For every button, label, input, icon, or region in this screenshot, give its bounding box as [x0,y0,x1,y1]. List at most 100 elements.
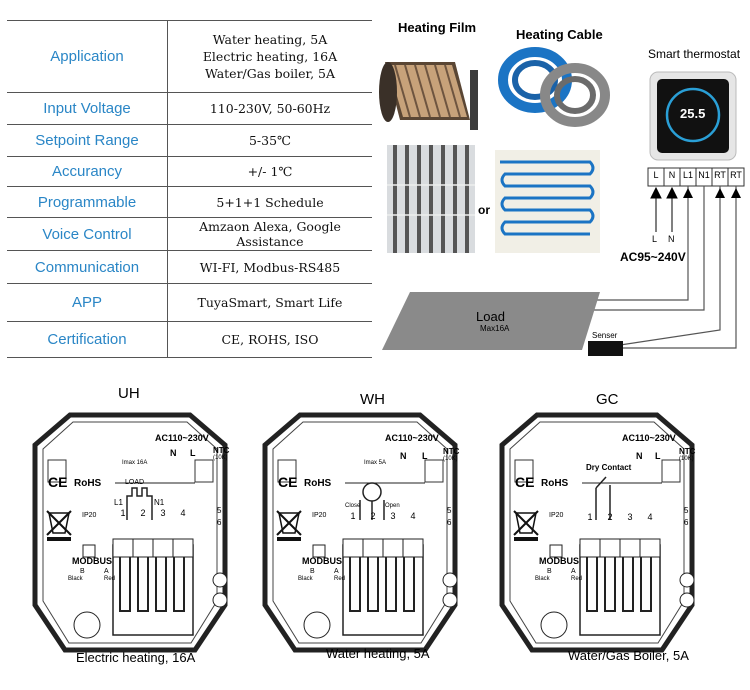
gc-t5: 5 [684,506,689,515]
spec-label: Programmable [7,186,168,218]
supply-arrows [650,186,678,232]
wh-ce-mark: CE [278,474,298,490]
spec-value: Water heating, 5A [212,32,328,47]
wh-valve-symbol [359,482,385,520]
spec-row-certification: Certification CE, ROHS, ISO [7,321,372,358]
gc-caption: Water/Gas Boiler, 5A [568,648,689,663]
wh-imax-label: Imax 5A [364,460,387,466]
terminal-number: 4 [410,511,416,521]
uh-l1-label: L1 [114,498,123,507]
gc-red: Red [571,576,583,582]
terminal-number: 3 [390,511,396,521]
gc-dry-contact-symbol [595,476,611,520]
terminal-number: 1 [350,511,356,521]
gc-ce-mark: CE [515,474,535,490]
terminal-number: 1 [120,508,126,518]
wh-t5: 5 [447,506,452,515]
heating-film-label: Heating Film [398,20,477,35]
gc-ip: IP20 [549,512,564,519]
spec-label: Input Voltage [7,92,168,125]
uh-terminal-numbers: 1 2 3 4 [113,508,193,518]
wh-title: WH [360,391,385,408]
terminal-number: 2 [140,508,146,518]
spec-value: 5-35℃ [167,124,372,157]
load-label: Load [476,309,505,324]
wh-rohs: RoHS [304,478,332,489]
uh-n1-label: N1 [154,498,165,507]
heating-cable-image [498,47,610,127]
uh-modbus: MODBUS [72,556,112,566]
uh-black: Black [68,576,83,582]
uh-ac-label: AC110~230V [155,433,209,443]
spec-label: APP [7,283,168,322]
spec-row-programmable: Programmable 5+1+1 Schedule [7,186,372,218]
spec-value: CE, ROHS, ISO [167,321,372,358]
gc-ntc-label: NTC [679,447,696,456]
smart-thermostat-label: Smart thermostat [648,47,741,61]
wh-l-label: L [422,451,428,461]
supply-l-label: L [652,234,658,244]
wh-modbus: MODBUS [302,556,342,566]
ac-range-label: AC95~240V [620,250,686,264]
uh-b: B [80,568,85,575]
spec-value: 110-230V, 50-60Hz [167,92,372,125]
uh-board-outline [35,415,227,650]
gc-n-label: N [636,451,643,461]
uh-a: A [104,568,109,575]
terminal-number: 4 [647,512,653,522]
wh-close-label: Close [345,503,361,509]
senser-label: Senser [592,331,618,340]
spec-value: TuyaSmart, Smart Life [167,283,372,322]
uh-red: Red [104,576,116,582]
terminal-number: 2 [607,512,613,522]
uh-ntc-label: NTC [213,446,230,455]
uh-t6: 6 [217,518,222,527]
terminal-number: 4 [180,508,186,518]
uh-l-label: L [190,448,196,458]
gc-terminal-numbers: 1 2 3 4 [580,512,660,522]
spec-value: 5+1+1 Schedule [167,186,372,218]
spec-row-app: APP TuyaSmart, Smart Life [7,283,372,322]
uh-imax-label: Imax 16A [122,460,148,466]
uh-ntc-sub: (10K) [213,455,228,461]
heating-film-image [379,62,478,130]
wire-arrows [683,188,741,198]
spec-value: Amzaon Alexa, Google Assistance [167,217,372,251]
spec-row-input-voltage: Input Voltage 110-230V, 50-60Hz [7,92,372,125]
spec-row-accuracy: Accurancy +/- 1℃ [7,156,372,187]
or-label: or [478,203,490,217]
spec-row-setpoint: Setpoint Range 5-35℃ [7,124,372,157]
wh-ntc-sub: (10K) [443,456,458,462]
uh-caption: Electric heating, 16A [76,650,196,665]
uh-t5: 5 [217,506,222,515]
uh-load-symbol [126,487,153,520]
wh-a: A [334,568,339,575]
wh-t6: 6 [447,518,452,527]
uh-n-label: N [170,448,177,458]
spec-label: Setpoint Range [7,124,168,157]
load-wires [584,186,737,349]
uh-rohs: RoHS [74,478,102,489]
spec-row-application: Application Water heating, 5A Electric h… [7,20,372,93]
wiring-diagram [379,47,745,356]
thermostat-display: 25.5 [680,106,706,121]
uh-title: UH [118,385,140,402]
gc-b: B [547,568,552,575]
uh-ip: IP20 [82,512,97,519]
spec-label: Certification [7,321,168,358]
gc-ac-label: AC110~230V [622,433,676,443]
thermostat-image [649,71,737,161]
board-outlines [0,370,750,690]
heating-cable-label: Heating Cable [516,27,603,42]
wh-caption: Water heating, 5A [326,646,430,661]
terminal-label: L [653,170,659,180]
wh-board-outline [265,415,457,650]
gc-dry-contact-label: Dry Contact [586,463,632,472]
uh-ce-mark: CE [48,474,68,490]
gc-board-outline [502,415,694,650]
spec-label: Accurancy [7,156,168,187]
uh-load-label: LOAD [125,479,145,486]
terminal-label: N1 [698,170,710,180]
terminal-block [647,167,745,187]
wh-ntc-label: NTC [443,447,460,456]
